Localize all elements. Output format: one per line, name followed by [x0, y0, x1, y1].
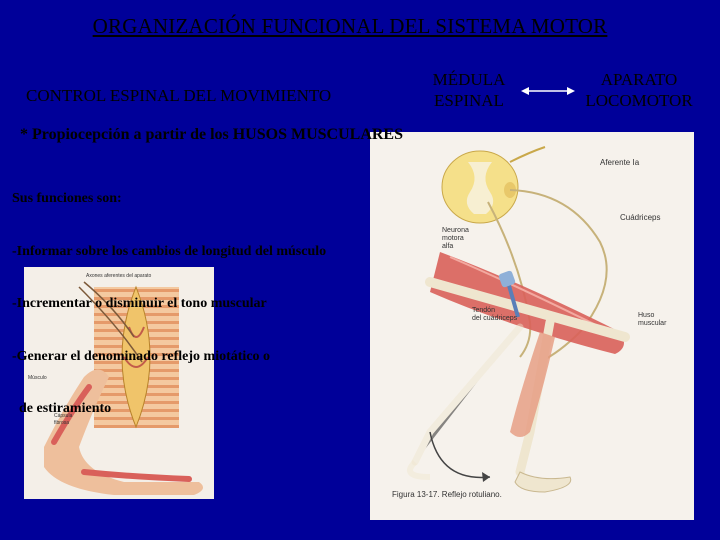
funciones-line-3: -Generar el denominado reflejo miotático…: [12, 348, 271, 364]
funciones-line-4: de estiramiento: [12, 401, 112, 416]
aparato-line-1: APARATO: [600, 70, 678, 89]
label-huso-2: muscular: [638, 320, 667, 327]
huso-muscular-figure: Axones aferentes del aparato Músculo Cáp…: [24, 267, 214, 499]
label-neurona-3: alfa: [442, 243, 453, 250]
aparato-locomotor-label: APARATO LOCOMOTOR: [574, 69, 704, 111]
label-capsula-2: fibrosa: [54, 420, 69, 426]
reflejo-rotuliano-figure: Aferente Ia Cuádriceps Neurona motora al…: [370, 132, 694, 520]
funciones-line-0: Sus funciones son:: [12, 191, 122, 206]
figure-caption: Figura 13-17. Reflejo rotuliano.: [392, 490, 502, 499]
spinal-cord-section: [441, 146, 546, 224]
medula-espinal-label: MÉDULA ESPINAL: [420, 69, 518, 111]
slide-title: ORGANIZACIÓN FUNCIONAL DEL SISTEMA MOTOR: [92, 14, 608, 38]
label-neurona-2: motora: [442, 235, 464, 242]
label-neurona-1: Neurona: [442, 227, 469, 234]
reflex-hammer-icon: [498, 270, 520, 318]
propiocepcion-heading: * Propiocepción a partir de los HUSOS MU…: [20, 126, 403, 143]
label-aferente: Aferente Ia: [600, 158, 640, 167]
double-arrow-icon: [521, 87, 575, 95]
control-espinal-label: CONTROL ESPINAL DEL MOVIMIENTO: [26, 86, 332, 105]
medula-line-1: MÉDULA: [432, 70, 506, 89]
aparato-line-2: LOCOMOTOR: [585, 91, 693, 110]
label-tendon-1: Tendón: [472, 307, 495, 314]
reflex-illustration: Aferente Ia Cuádriceps Neurona motora al…: [392, 146, 667, 499]
spindle-illustration: Axones aferentes del aparato Músculo Cáp…: [28, 273, 203, 495]
label-capsula-1: Cápsula: [54, 413, 73, 419]
funciones-list: Sus funciones son: -Informar sobre los c…: [12, 155, 326, 435]
label-tendon-2: del cuádriceps: [472, 315, 518, 322]
label-cuadriceps: Cuádriceps: [620, 213, 660, 222]
funciones-line-1: -Informar sobre los cambios de longitud …: [12, 243, 327, 259]
label-axones: Axones aferentes del aparato: [86, 273, 152, 279]
label-musculo: Músculo: [28, 375, 47, 381]
medula-line-2: ESPINAL: [434, 91, 504, 110]
label-huso-1: Huso: [638, 312, 654, 319]
funciones-line-2: -Incrementar o disminuir el tono muscula…: [12, 296, 267, 311]
